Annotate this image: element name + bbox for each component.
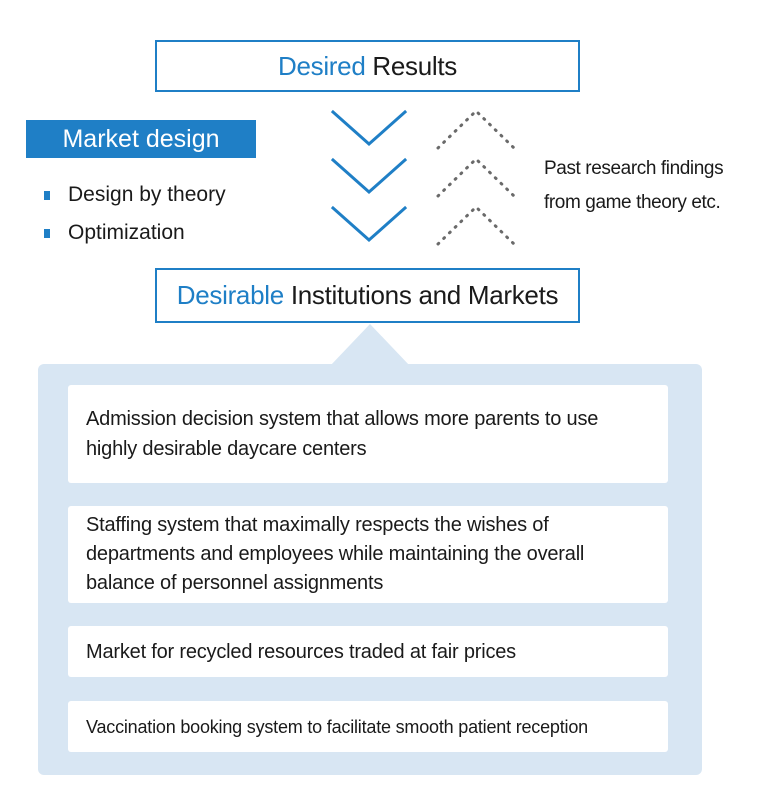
dotted-chevron-up-icon-3 xyxy=(436,204,516,246)
example-card-text: Admission decision system that allows mo… xyxy=(86,408,599,460)
example-card-text: Vaccination booking system to facilitate… xyxy=(86,716,588,737)
dotted-chevron-up-icon-2 xyxy=(436,156,516,198)
desirable-institutions-box: Desirable Institutions and Markets xyxy=(155,268,580,323)
example-card-text: Staffing system that maximally respects … xyxy=(86,514,585,594)
dotted-chevron-up-icon xyxy=(436,108,516,246)
panel-pointer-icon xyxy=(330,324,410,366)
desirable-institutions-accent: Desirable xyxy=(176,280,284,310)
method-item-label: Design by theory xyxy=(68,183,226,206)
chevron-down-icon-3 xyxy=(330,205,408,243)
example-card-daycare: Admission decision system that allows mo… xyxy=(68,385,668,483)
example-card-recycling: Market for recycled resources traded at … xyxy=(68,626,668,677)
desired-results-box: Desired Results xyxy=(155,40,580,92)
chevron-down-icon-1 xyxy=(330,109,408,147)
chevron-down-icon-2 xyxy=(330,157,408,195)
chevron-down-icon xyxy=(330,109,408,243)
method-item-theory: Design by theory xyxy=(44,176,226,214)
past-research-note: Past research findings from game theory … xyxy=(544,152,764,220)
square-bullet-icon xyxy=(44,228,50,238)
desired-results-accent: Desired xyxy=(277,50,366,81)
example-card-text: Market for recycled resources traded at … xyxy=(86,640,516,663)
method-item-optimization: Optimization xyxy=(44,214,226,252)
example-card-staffing: Staffing system that maximally respects … xyxy=(68,506,668,603)
past-research-line-1: Past research findings xyxy=(544,158,724,179)
example-card-vaccination: Vaccination booking system to facilitate… xyxy=(68,701,668,752)
desired-results-rest: Results xyxy=(365,50,458,81)
square-bullet-icon xyxy=(44,190,50,200)
dotted-chevron-up-icon-1 xyxy=(436,108,516,150)
desirable-institutions-rest: Institutions and Markets xyxy=(283,280,559,310)
method-item-label: Optimization xyxy=(68,221,185,244)
market-design-label: Market design xyxy=(26,120,256,158)
market-design-methods: Design by theory Optimization xyxy=(44,176,226,252)
past-research-line-2: from game theory etc. xyxy=(544,192,721,213)
